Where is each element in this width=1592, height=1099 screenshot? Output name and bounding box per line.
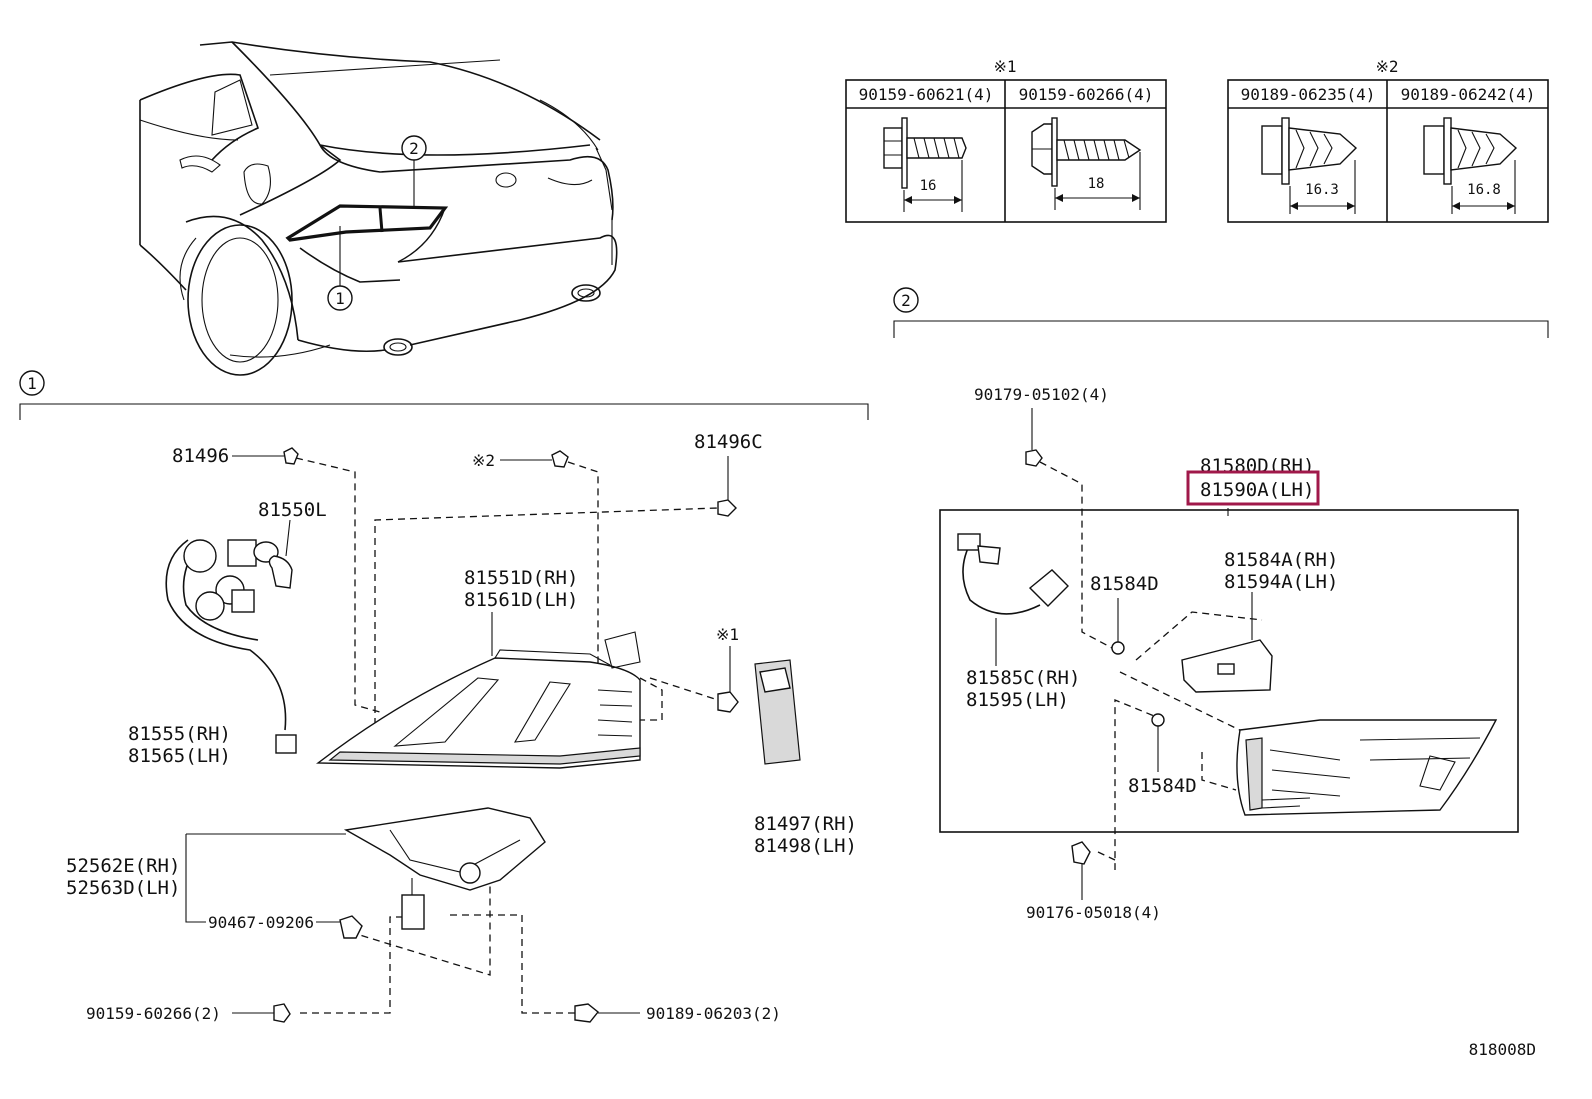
push-clip-icon-1 (1261, 117, 1358, 185)
part-81565-lh[interactable]: 81565(LH) (128, 745, 231, 767)
table-1-header-1[interactable]: 90159-60621(4) (859, 85, 994, 104)
gasket-81497-icon (754, 659, 801, 765)
svg-text:1: 1 (27, 374, 37, 393)
nut-81496c-icon (717, 456, 737, 517)
push-clip-icon-2 (1423, 117, 1518, 185)
table-1-note: ※1 (993, 57, 1016, 76)
part-90179-05102[interactable]: 90179-05102(4) (974, 385, 1109, 404)
part-81496c[interactable]: 81496C (694, 431, 763, 453)
part-note1: ※1 (716, 625, 739, 644)
clip-81496-icon (232, 447, 299, 465)
wire-harness-81585c-icon (957, 533, 1069, 666)
clip-note2-icon (500, 450, 569, 468)
bulb-81550l-icon (268, 519, 293, 589)
part-81584d-a[interactable]: 81584D (1090, 573, 1159, 595)
table-1-header-2[interactable]: 90159-60266(4) (1019, 85, 1154, 104)
part-81584a-rh[interactable]: 81584A(RH) (1224, 549, 1338, 571)
part-note2: ※2 (472, 451, 495, 470)
section-1-parts (165, 447, 801, 1023)
outer-tail-lamp-icon (315, 612, 641, 769)
table-1-dim-1: 16 (920, 178, 937, 194)
section-2-parts (957, 408, 1498, 900)
svg-text:2: 2 (409, 139, 419, 158)
part-81561d-lh[interactable]: 81561D(LH) (464, 589, 578, 611)
gasket-81584a-icon (1181, 592, 1273, 693)
screw-note1-icon (717, 646, 739, 713)
section-2-callout[interactable]: 2 (893, 287, 919, 313)
clip-90189-icon (574, 1003, 640, 1023)
table-2-dim-2: 16.8 (1467, 182, 1501, 198)
flange-bolt-icon (883, 117, 967, 189)
inner-tail-lamp-icon (1236, 719, 1498, 816)
inner-lamp-assembly-box (939, 509, 1519, 833)
bracket-52562e-icon (343, 807, 546, 930)
part-90189-06203[interactable]: 90189-06203(2) (646, 1004, 781, 1023)
part-81551d-rh[interactable]: 81551D(RH) (464, 567, 578, 589)
bolt-90176-icon (1071, 841, 1091, 900)
part-90176-05018[interactable]: 90176-05018(4) (1026, 903, 1161, 922)
part-81595-lh[interactable]: 81595(LH) (966, 689, 1069, 711)
screw-90159-icon (232, 1003, 291, 1023)
highlight-frame (1186, 470, 1320, 506)
callout-1-car[interactable]: 1 (327, 285, 353, 311)
section-1-bracket (19, 403, 869, 420)
vehicle-rear-illustration (139, 41, 618, 376)
tapping-screw-icon (1031, 117, 1142, 187)
svg-text:2: 2 (901, 291, 911, 310)
part-81590a-lh[interactable]: 81590A(LH) (1200, 479, 1314, 501)
section-2-bracket (893, 320, 1549, 338)
part-81584d-b[interactable]: 81584D (1128, 775, 1197, 797)
table-2-note: ※2 (1375, 57, 1398, 76)
part-90159-60266[interactable]: 90159-60266(2) (86, 1004, 221, 1023)
socket-wire-assembly-icon (165, 539, 297, 754)
bolt-90467-icon (316, 915, 363, 939)
table-2-header-1[interactable]: 90189-06235(4) (1241, 85, 1376, 104)
table-1-dim-2: 18 (1088, 176, 1105, 192)
part-81496[interactable]: 81496 (172, 445, 229, 467)
table-2-dim-1: 16.3 (1305, 182, 1339, 198)
fastener-table-2: ※2 90189-06235(4) 90189-06242(4) 16.3 16… (1227, 57, 1549, 223)
part-81585c-rh[interactable]: 81585C(RH) (966, 667, 1080, 689)
fastener-table-1: ※1 90159-60621(4) 90159-60266(4) 16 (845, 57, 1167, 223)
part-81550l[interactable]: 81550L (258, 499, 327, 521)
svg-text:1: 1 (335, 289, 345, 308)
part-52563d-lh[interactable]: 52563D(LH) (66, 877, 180, 899)
part-52562e-rh[interactable]: 52562E(RH) (66, 855, 180, 877)
callout-2-car[interactable]: 2 (401, 135, 427, 161)
section-1-callout[interactable]: 1 (19, 370, 45, 396)
nut-90179-icon (1025, 408, 1043, 467)
part-81555-rh[interactable]: 81555(RH) (128, 723, 231, 745)
diagram-code: 818008D (1469, 1040, 1536, 1059)
part-81498-lh[interactable]: 81498(LH) (754, 835, 857, 857)
washer-81584d-icon-b (1151, 713, 1165, 772)
table-2-header-2[interactable]: 90189-06242(4) (1401, 85, 1536, 104)
washer-81584d-icon-a (1111, 598, 1125, 655)
part-81497-rh[interactable]: 81497(RH) (754, 813, 857, 835)
part-81594a-lh[interactable]: 81594A(LH) (1224, 571, 1338, 593)
part-90467-09206[interactable]: 90467-09206 (208, 913, 314, 932)
